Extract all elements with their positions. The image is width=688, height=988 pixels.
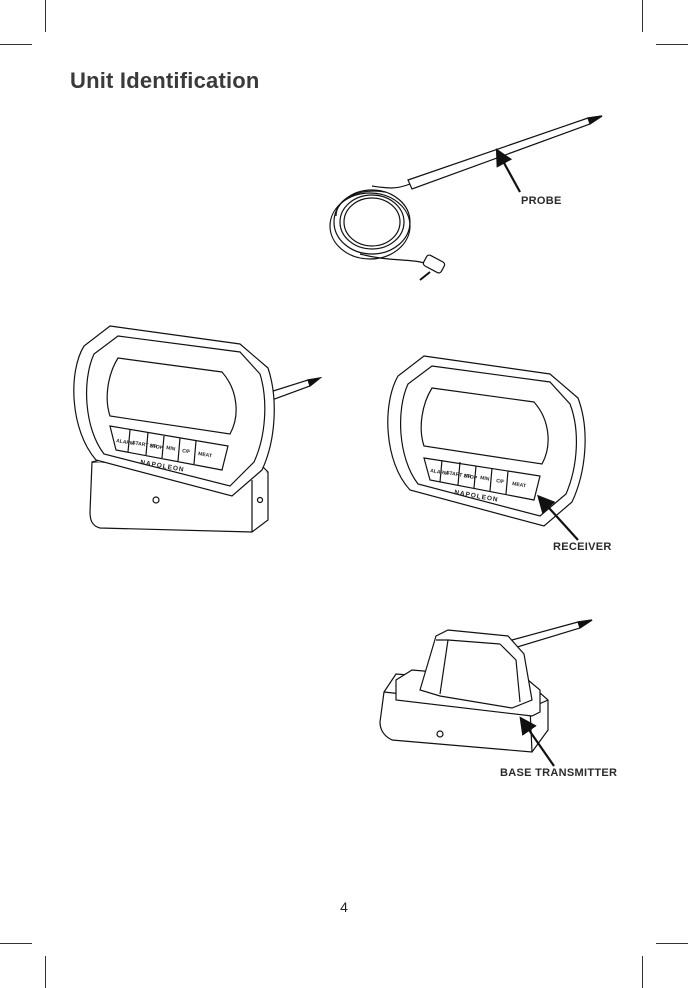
base-transmitter-label: BASE TRANSMITTER <box>500 767 618 779</box>
btn-label-start-stop-2: START STOP <box>446 470 478 481</box>
receiver-illustration <box>387 355 586 541</box>
crop-mark-bottom-right-h <box>656 943 688 944</box>
btn-label-meat-2: MEAT <box>512 481 527 489</box>
btn-label-meat: MEAT <box>198 451 213 459</box>
crop-mark-bottom-right-v <box>642 956 643 988</box>
btn-label-alarm-2: ALARM <box>430 468 449 477</box>
crop-mark-top-left-h <box>0 44 32 45</box>
page-number: 4 <box>340 899 348 915</box>
btn-label-min: MIN <box>166 445 176 453</box>
probe-illustration <box>329 115 603 281</box>
btn-label-min-2: MIN <box>480 475 490 483</box>
receiver-label: RECEIVER <box>553 541 612 553</box>
crop-mark-top-right-h <box>656 44 688 45</box>
probe-label: PROBE <box>521 195 562 207</box>
btn-label-cf: C/F <box>182 448 191 455</box>
crop-mark-top-right-v <box>642 0 643 32</box>
btn-label-hr: HR <box>150 443 159 450</box>
btn-label-alarm: ALARM <box>116 438 135 447</box>
crop-mark-top-left-v <box>45 0 46 32</box>
btn-label-cf-2: C/F <box>496 478 505 485</box>
page-title: Unit Identification <box>70 68 260 93</box>
crop-mark-bottom-left-h <box>0 943 32 944</box>
receiver-on-stand-illustration <box>73 325 323 533</box>
btn-label-start-stop: START STOP <box>132 440 164 451</box>
base-transmitter-illustration <box>379 619 593 767</box>
btn-label-hr-2: HR <box>464 473 473 480</box>
crop-mark-bottom-left-v <box>45 956 46 988</box>
